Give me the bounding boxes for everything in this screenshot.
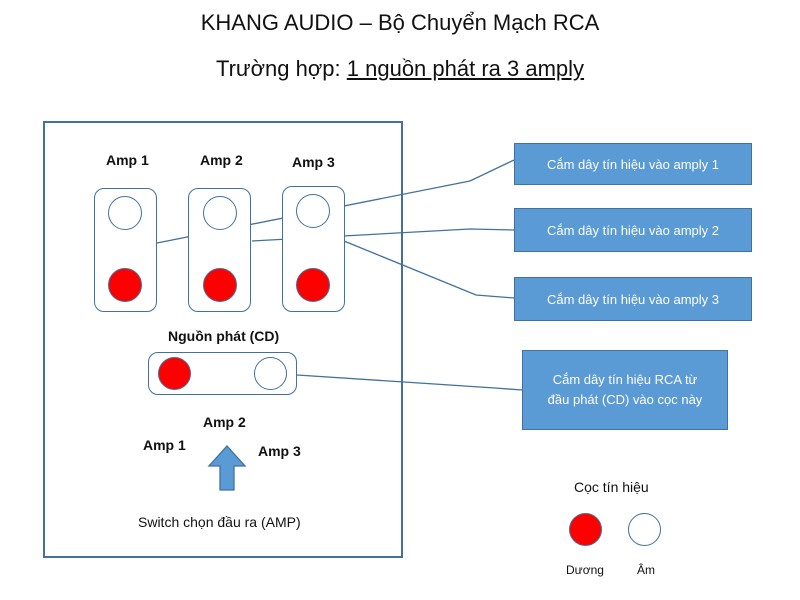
switch-position-amp2: Amp 2	[203, 414, 246, 430]
legend-negative-icon	[628, 513, 661, 546]
switcher-panel	[43, 121, 403, 558]
page-subtitle: Trường hợp: 1 nguồn phát ra 3 amply	[0, 56, 800, 82]
source-negative-jack[interactable]	[254, 357, 287, 390]
source-label: Nguồn phát (CD)	[168, 328, 280, 344]
callout-amp1: Cắm dây tín hiệu vào amply 1	[514, 143, 752, 185]
subtitle-prefix: Trường hợp:	[215, 56, 347, 81]
callout-amp3: Cắm dây tín hiệu vào amply 3	[514, 277, 752, 321]
callout-amp2: Cắm dây tín hiệu vào amply 2	[514, 208, 752, 252]
connector-source	[296, 374, 523, 391]
connector-amp1	[156, 159, 515, 244]
source-positive-jack[interactable]	[158, 357, 191, 390]
legend-positive-label: Dương	[566, 563, 604, 577]
amp2-negative-jack[interactable]	[203, 196, 237, 230]
callout-source: Cắm dây tín hiệu RCA từ đầu phát (CD) và…	[522, 350, 728, 430]
switch-position-amp1: Amp 1	[143, 437, 186, 453]
switch-caption: Switch chọn đầu ra (AMP)	[138, 514, 301, 530]
connector-amp3	[343, 240, 515, 299]
amp2-positive-jack[interactable]	[203, 268, 237, 302]
subtitle-main: 1 nguồn phát ra 3 amply	[346, 56, 585, 81]
amp3-positive-jack[interactable]	[296, 268, 330, 302]
amp2-label: Amp 2	[200, 152, 243, 168]
legend-negative-label: Âm	[637, 563, 655, 577]
amp1-negative-jack[interactable]	[108, 196, 142, 230]
switch-arrow-icon[interactable]	[207, 444, 247, 492]
legend-positive-icon	[569, 513, 602, 546]
amp1-label: Amp 1	[106, 152, 149, 168]
switch-position-amp3: Amp 3	[258, 443, 301, 459]
amp3-negative-jack[interactable]	[296, 194, 330, 228]
page-title: KHANG AUDIO – Bộ Chuyển Mạch RCA	[200, 10, 600, 35]
amp1-positive-jack[interactable]	[108, 268, 142, 302]
legend-title: Cọc tín hiệu	[574, 479, 649, 495]
amp3-label: Amp 3	[292, 154, 335, 170]
